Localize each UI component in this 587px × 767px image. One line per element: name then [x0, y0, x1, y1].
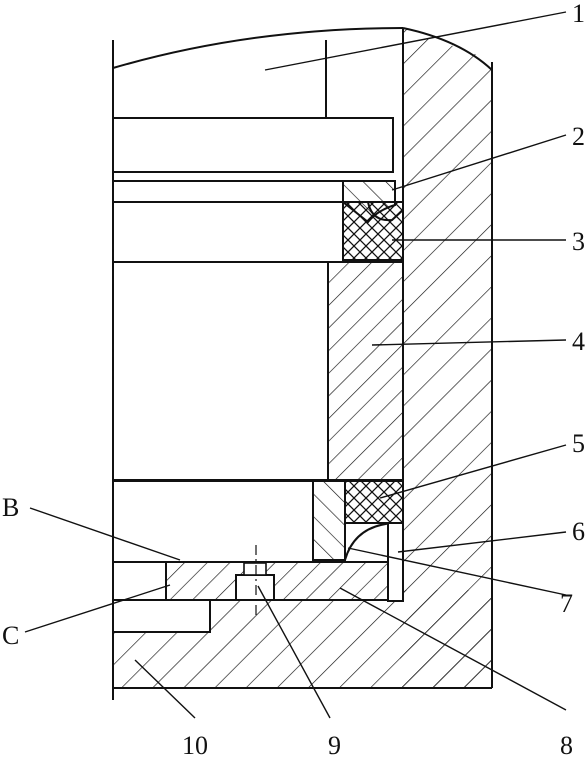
sleeve-part-4 — [327, 261, 404, 481]
callout-4: 4 — [572, 327, 585, 356]
plate-part-8 — [165, 561, 389, 601]
cap-part-1 — [112, 27, 404, 69]
callout-10: 10 — [182, 731, 208, 760]
callout-1: 1 — [572, 0, 585, 28]
callout-6: 6 — [572, 517, 585, 546]
callout-B: B — [2, 493, 19, 522]
spacer-part-6 — [387, 522, 404, 602]
callout-9: 9 — [328, 731, 341, 760]
callout-C: C — [2, 621, 19, 650]
callout-7: 7 — [560, 589, 573, 618]
retainer-part-7 — [312, 480, 346, 561]
seal-part-5 — [344, 480, 404, 524]
callout-2: 2 — [572, 122, 585, 151]
callout-3: 3 — [572, 227, 585, 256]
leader-lines — [24, 11, 567, 719]
pin-part-9 — [235, 574, 275, 601]
housing-wall — [400, 28, 492, 688]
callout-8: 8 — [560, 731, 573, 760]
callout-5: 5 — [572, 429, 585, 458]
base-part-10 — [113, 590, 492, 688]
retainer-part-2 — [342, 180, 396, 224]
